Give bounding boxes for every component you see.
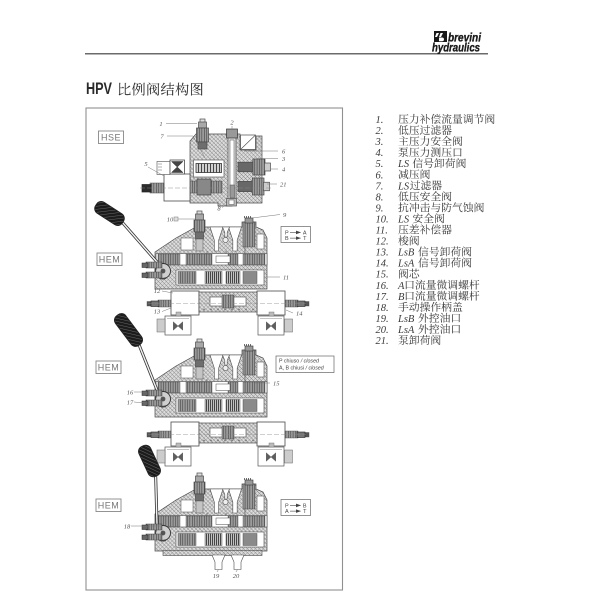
svg-text:17.: 17. <box>376 292 389 303</box>
svg-text:18: 18 <box>124 524 131 531</box>
svg-text:P: P <box>285 230 289 236</box>
svg-text:LS: LS <box>397 181 410 192</box>
svg-text:11: 11 <box>283 275 289 282</box>
svg-text:HEM: HEM <box>98 501 120 511</box>
svg-text:1.: 1. <box>376 115 384 126</box>
svg-text:hydraulics: hydraulics <box>432 43 480 55</box>
svg-text:B: B <box>303 503 307 509</box>
svg-text:9: 9 <box>283 212 287 219</box>
svg-text:HPV: HPV <box>86 80 112 98</box>
svg-text:5: 5 <box>144 161 148 168</box>
svg-text:T: T <box>303 509 307 515</box>
svg-text:A: A <box>285 509 289 515</box>
svg-text:5.: 5. <box>376 159 384 170</box>
svg-text:19.: 19. <box>376 314 389 325</box>
svg-text:LS: LS <box>397 214 410 225</box>
svg-text:11.: 11. <box>376 226 388 237</box>
svg-text:16.: 16. <box>376 281 389 292</box>
svg-text:HEM: HEM <box>99 255 121 265</box>
svg-text:LsA: LsA <box>397 325 415 336</box>
svg-text:A, B chiusi / closed: A, B chiusi / closed <box>279 366 325 372</box>
svg-text:8.: 8. <box>376 192 384 203</box>
svg-text:3: 3 <box>281 156 286 163</box>
svg-text:17: 17 <box>127 400 134 407</box>
svg-text:HEM: HEM <box>98 363 120 373</box>
svg-text:10.: 10. <box>376 214 389 225</box>
svg-text:A: A <box>303 230 307 236</box>
svg-text:10: 10 <box>167 217 174 224</box>
svg-text:LsB: LsB <box>397 248 415 259</box>
svg-text:6.: 6. <box>376 170 384 181</box>
svg-text:4.: 4. <box>376 148 384 159</box>
svg-text:1: 1 <box>159 121 162 128</box>
svg-text:P chiuso / closed: P chiuso / closed <box>279 359 320 365</box>
svg-text:6: 6 <box>282 149 286 156</box>
svg-text:LsB: LsB <box>397 314 415 325</box>
svg-text:18.: 18. <box>376 303 389 314</box>
svg-text:T: T <box>303 236 307 242</box>
svg-text:14: 14 <box>296 311 303 318</box>
svg-text:21: 21 <box>280 182 287 189</box>
svg-text:7.: 7. <box>376 181 384 192</box>
svg-text:20.: 20. <box>376 325 389 336</box>
svg-text:4: 4 <box>282 167 286 174</box>
svg-text:12: 12 <box>154 288 161 295</box>
svg-text:9.: 9. <box>376 203 384 214</box>
svg-text:12.: 12. <box>376 237 389 248</box>
svg-text:15.: 15. <box>376 270 389 281</box>
svg-text:B: B <box>398 292 405 303</box>
svg-text:19: 19 <box>213 573 220 580</box>
svg-text:LS: LS <box>397 159 410 170</box>
svg-text:14.: 14. <box>376 259 389 270</box>
svg-text:2.: 2. <box>376 126 384 137</box>
svg-text:A: A <box>397 281 405 292</box>
svg-text:brevini: brevini <box>448 33 482 45</box>
svg-text:7: 7 <box>160 134 164 141</box>
svg-text:13.: 13. <box>376 248 389 259</box>
svg-text:21.: 21. <box>376 336 389 347</box>
svg-text:2: 2 <box>230 120 234 127</box>
svg-text:HSE: HSE <box>101 133 121 143</box>
svg-text:3.: 3. <box>375 137 384 148</box>
svg-text:13: 13 <box>154 309 161 316</box>
svg-text:8: 8 <box>217 206 221 213</box>
svg-text:16: 16 <box>127 390 134 397</box>
svg-text:20: 20 <box>233 573 240 580</box>
svg-text:B: B <box>285 236 289 242</box>
svg-text:15: 15 <box>273 381 280 388</box>
svg-text:P: P <box>285 503 289 509</box>
svg-text:LsA: LsA <box>397 259 415 270</box>
